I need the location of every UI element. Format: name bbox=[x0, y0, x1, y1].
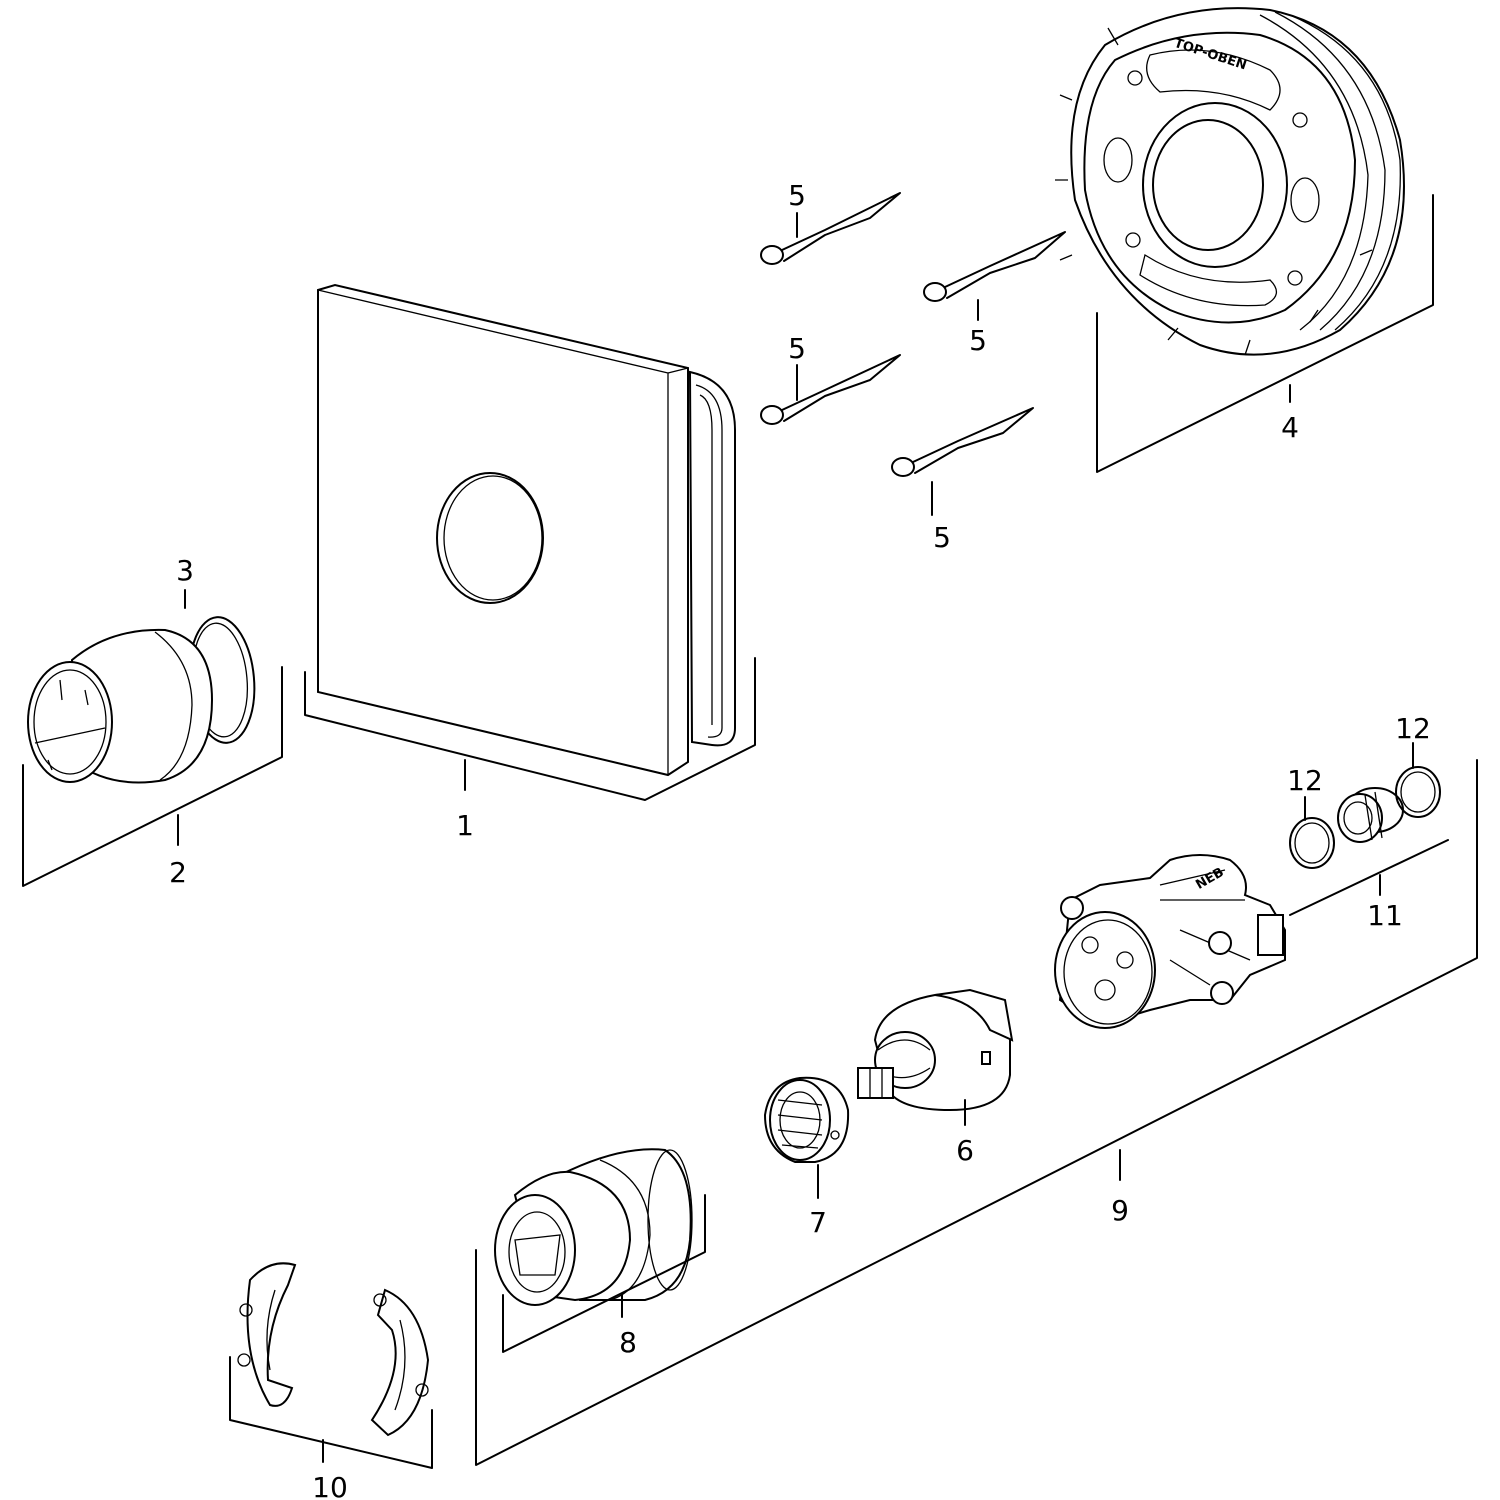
bracket-2 bbox=[22, 666, 283, 887]
callout-5c: 5 bbox=[788, 332, 806, 365]
mounting-ring: TOP-OBEN bbox=[1055, 7, 1405, 356]
callout-8: 8 bbox=[619, 1326, 637, 1359]
screws bbox=[760, 192, 1066, 477]
bracket-10 bbox=[229, 1356, 433, 1469]
cartridge bbox=[857, 988, 1014, 1112]
clamp-halves bbox=[237, 1262, 430, 1437]
callout-12a: 12 bbox=[1287, 764, 1323, 797]
callout-7: 7 bbox=[809, 1206, 827, 1239]
nipple-kit bbox=[1337, 787, 1404, 843]
callout-6: 6 bbox=[956, 1134, 974, 1167]
bracket-1 bbox=[304, 657, 756, 801]
handle-knob bbox=[27, 616, 256, 784]
seal-rings bbox=[1289, 766, 1441, 869]
screw-4 bbox=[891, 407, 1034, 477]
bracket-4 bbox=[1096, 194, 1434, 473]
callout-5d: 5 bbox=[933, 521, 951, 554]
bracket-11 bbox=[1289, 839, 1449, 916]
callout-5b: 5 bbox=[969, 324, 987, 357]
valve-body: NEB bbox=[1054, 854, 1286, 1029]
callout-11: 11 bbox=[1367, 899, 1403, 932]
leader-lines bbox=[22, 194, 1478, 1469]
callouts: 1 2 3 4 5 5 5 5 6 7 8 9 10 11 12 12 bbox=[169, 179, 1431, 1500]
screw-2 bbox=[923, 231, 1066, 302]
callout-4: 4 bbox=[1281, 411, 1299, 444]
callout-9: 9 bbox=[1111, 1194, 1129, 1227]
bracket-9 bbox=[475, 759, 1478, 1466]
extension-sleeve bbox=[494, 1148, 693, 1306]
screw-3 bbox=[760, 354, 901, 425]
adapter-ring bbox=[763, 1076, 850, 1163]
callout-5a: 5 bbox=[788, 179, 806, 212]
callout-2: 2 bbox=[169, 856, 187, 889]
callout-12b: 12 bbox=[1395, 712, 1431, 745]
callout-3: 3 bbox=[176, 554, 194, 587]
bracket-8 bbox=[502, 1194, 706, 1353]
screw-1 bbox=[760, 192, 901, 265]
callout-10: 10 bbox=[312, 1471, 348, 1500]
cover-plate bbox=[317, 283, 736, 777]
callout-1: 1 bbox=[456, 809, 474, 842]
